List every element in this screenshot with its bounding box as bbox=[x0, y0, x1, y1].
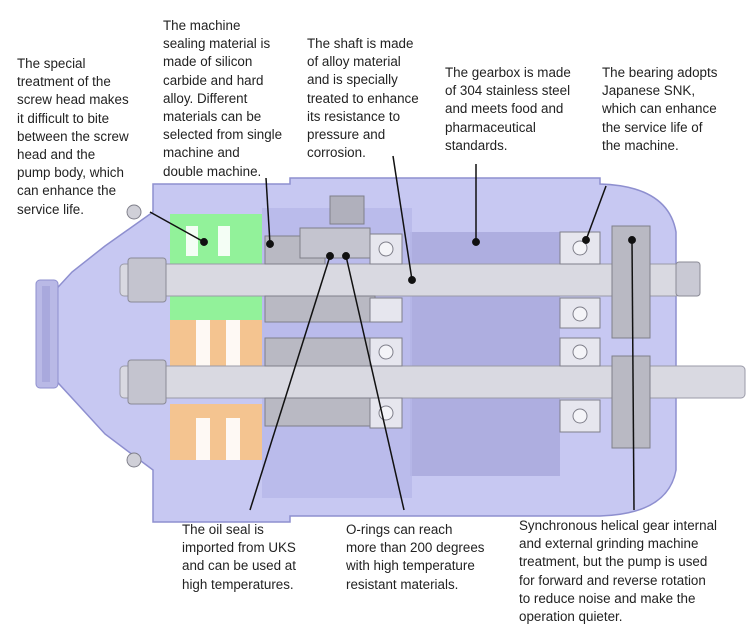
annotation-o-rings: O-rings can reach more than 200 degrees … bbox=[346, 522, 485, 592]
leader-sealing bbox=[265, 177, 271, 245]
leader-dot bbox=[582, 236, 590, 244]
leader-dot bbox=[326, 252, 334, 260]
bearing-block bbox=[369, 297, 403, 323]
shaft-end bbox=[675, 261, 701, 297]
gear-block bbox=[611, 355, 651, 449]
rotor-green-top bbox=[170, 214, 262, 266]
rotor-slot bbox=[196, 418, 210, 460]
rotor-slot bbox=[186, 226, 198, 256]
annotation-gearbox: The gearbox is made of 304 stainless ste… bbox=[445, 65, 571, 153]
annotation-oil-seal: The oil seal is imported from UKS and ca… bbox=[182, 522, 296, 592]
leader-lines bbox=[149, 155, 636, 511]
bearing-ball bbox=[572, 240, 588, 256]
upper-shaft bbox=[119, 263, 681, 297]
seal-part bbox=[299, 227, 371, 259]
bearing-ball bbox=[378, 241, 394, 257]
leader-shaft bbox=[392, 155, 413, 281]
leader-screw-head bbox=[149, 211, 205, 243]
rotor-orange-mid bbox=[170, 320, 262, 370]
annotation-shaft: The shaft is made of alloy material and … bbox=[307, 36, 419, 161]
leader-dot bbox=[472, 238, 480, 246]
rotor-slot bbox=[196, 320, 210, 368]
leader-dot bbox=[266, 240, 274, 248]
bearing-ball bbox=[572, 408, 588, 424]
gear-block bbox=[611, 225, 651, 339]
seal-part bbox=[329, 195, 365, 225]
rotor-slot bbox=[226, 418, 240, 460]
leader-dot bbox=[628, 236, 636, 244]
annotation-screw-head: The special treatment of the screw head … bbox=[17, 56, 129, 217]
leader-oil-seal bbox=[249, 255, 331, 511]
housing-bolt bbox=[126, 204, 142, 220]
bearing-ball bbox=[572, 344, 588, 360]
lower-shaft bbox=[119, 365, 746, 399]
leader-dot bbox=[200, 238, 208, 246]
annotation-sealing-material: The machine sealing material is made of … bbox=[163, 18, 283, 179]
housing-bolt bbox=[126, 452, 142, 468]
bearing-ball bbox=[572, 306, 588, 322]
seal-part bbox=[264, 337, 376, 367]
leader-o-rings bbox=[345, 255, 405, 511]
screw-head-bottom bbox=[127, 359, 167, 405]
leader-gear bbox=[631, 239, 635, 511]
annotation-gear: Synchronous helical gear internal and ex… bbox=[519, 518, 718, 625]
screw-head-top bbox=[127, 257, 167, 303]
inlet-flange-rim bbox=[42, 286, 50, 382]
rotor-slot bbox=[218, 226, 230, 256]
leader-dot bbox=[342, 252, 350, 260]
rotor-orange-bot bbox=[170, 404, 262, 460]
leader-dot bbox=[408, 276, 416, 284]
annotation-bearing: The bearing adopts Japanese SNK, which c… bbox=[602, 65, 718, 153]
leader-bearing bbox=[585, 185, 607, 241]
bearing-ball bbox=[378, 344, 394, 360]
rotor-slot bbox=[226, 320, 240, 368]
